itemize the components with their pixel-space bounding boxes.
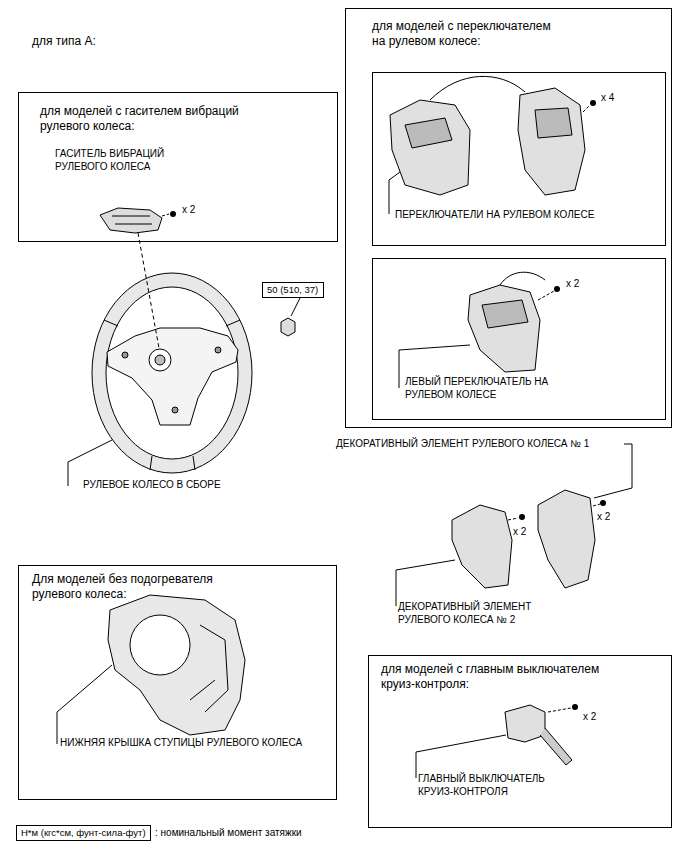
damper-detail: [112, 216, 152, 224]
option-heading: для моделей с главным выключателем круиз…: [381, 662, 631, 692]
part-name: ПЕРЕКЛЮЧАТЕЛИ НА РУЛЕВОМ КОЛЕСЕ: [395, 209, 594, 222]
switch-detail: [482, 300, 528, 328]
quantity: x 2: [182, 204, 195, 217]
switch-left-only: [468, 285, 540, 372]
dashed-line: [538, 291, 554, 300]
option-heading: для моделей с гасителем вибраций рулевог…: [40, 104, 290, 134]
legend-text: : номинальный момент затяжки: [155, 827, 302, 840]
vibration-damper: [100, 208, 162, 233]
leader-line: [416, 735, 506, 778]
cover-detail: [190, 625, 228, 712]
screw: [519, 514, 525, 520]
hub-lower-cover: [108, 595, 245, 735]
option-box: для моделей с главным выключателем круиз…: [368, 655, 672, 828]
option-heading: для моделей с переключателем на рулевом …: [372, 19, 567, 49]
hub-hole: [149, 349, 171, 371]
legend-box: Н*м (кгс*см, фунт-сила-фут): [16, 825, 151, 841]
torque-box: 50 (510, 37): [262, 282, 324, 298]
wire: [500, 272, 545, 285]
part-name: ГАСИТЕЛЬ ВИБРАЦИЙ РУЛЕВОГО КОЛЕСА: [55, 148, 185, 173]
type-heading: для типа A:: [32, 34, 96, 49]
part-name: ДЕКОРАТИВНЫЙ ЭЛЕМЕНТ РУЛЕВОГО КОЛЕСА № 1: [336, 438, 589, 451]
steering-wheel-hub: [107, 328, 238, 425]
leader-line: [594, 444, 632, 498]
option-box: Для моделей без подогревателя рулевого к…: [18, 565, 337, 800]
nut: [281, 318, 295, 336]
decor-2: [452, 505, 512, 588]
part-name: ГЛАВНЫЙ ВЫКЛЮЧАТЕЛЬ КРУИЗ-КОНТРОЛЯ: [418, 773, 563, 798]
hub-shaft: [155, 355, 165, 365]
leader-line: [57, 665, 112, 744]
dashed-line: [138, 233, 159, 348]
hub-bolt: [122, 352, 128, 358]
steering-wheel-rim: [92, 273, 252, 473]
legend-sample-text: Н*м (кгс*см, фунт-сила-фут): [21, 827, 146, 839]
leader-line: [389, 172, 400, 214]
cover-opening: [130, 615, 190, 675]
dashed-line: [162, 214, 169, 216]
quantity: x 2: [597, 511, 610, 524]
part-name: ЛЕВЫЙ ПЕРЕКЛЮЧАТЕЛЬ НА РУЛЕВОМ КОЛЕСЕ: [405, 376, 550, 401]
decor-1: [538, 490, 595, 588]
torque-value: 50 (510, 37): [267, 284, 318, 296]
part-name: НИЖНЯЯ КРЫШКА СТУПИЦЫ РУЛЕВОГО КОЛЕСА: [60, 737, 302, 750]
quantity: x 2: [513, 526, 526, 539]
part-name: ДЕКОРАТИВНЫЙ ЭЛЕМЕНТ РУЛЕВОГО КОЛЕСА № 2: [398, 601, 550, 626]
screw: [554, 286, 560, 292]
hub-bolt: [215, 347, 221, 353]
screw: [572, 704, 578, 710]
option-box: для моделей с переключателем на рулевом …: [345, 8, 672, 428]
cruise-stalk: [540, 728, 572, 765]
dashed-line: [583, 105, 590, 112]
quantity: x 2: [583, 711, 596, 724]
cruise-switch: [505, 705, 545, 742]
dashed-line: [548, 708, 571, 712]
screw: [590, 100, 596, 106]
screw: [170, 211, 176, 217]
part-name: РУЛЕВОЕ КОЛЕСО В СБОРЕ: [83, 479, 221, 492]
switch-left: [390, 100, 470, 195]
screw: [600, 500, 606, 506]
option-box: для моделей с гасителем вибраций рулевог…: [18, 92, 338, 242]
rim-seam: [104, 320, 240, 470]
wire: [430, 76, 525, 100]
torque-leader: [291, 298, 300, 316]
option-subbox: x 2 ЛЕВЫЙ ПЕРЕКЛЮЧАТЕЛЬ НА РУЛЕВОМ КОЛЕСЕ: [372, 258, 666, 420]
quantity: x 4: [601, 92, 614, 105]
dashed-line: [508, 504, 600, 520]
switch-detail: [405, 108, 572, 148]
leader-line: [396, 560, 455, 606]
quantity: x 2: [566, 278, 579, 291]
option-subbox: x 4 ПЕРЕКЛЮЧАТЕЛИ НА РУЛЕВОМ КОЛЕСЕ: [372, 72, 666, 246]
option-heading: Для моделей без подогревателя рулевого к…: [32, 572, 247, 602]
switch-right: [518, 88, 585, 195]
hub-bolt: [172, 407, 178, 413]
